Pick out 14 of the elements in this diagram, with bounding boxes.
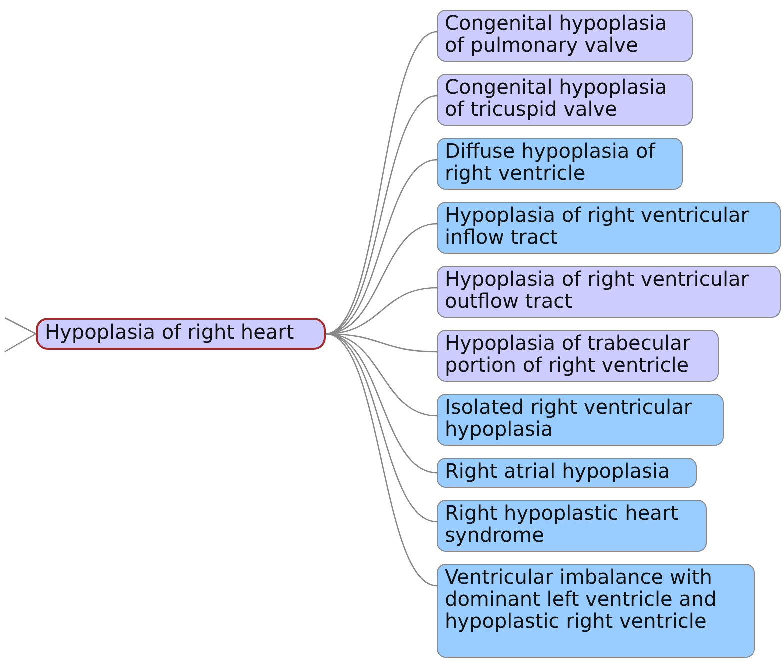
connector-line — [4, 317, 36, 335]
topic-box: Hypoplasia of right ventricular outflow tract — [437, 266, 781, 318]
topic-box: Ventricular imbalance with dominant left ventricle and hypoplastic right ventricle — [437, 564, 755, 658]
topic-box: Congenital hypoplasia of tricuspid valve — [437, 74, 693, 126]
topic-box: Hypoplasia of right ventricular inflow tract — [437, 202, 781, 254]
connector-line — [4, 333, 36, 353]
topic-box: Right hypoplastic heart syndrome — [437, 500, 707, 552]
topic-box: Isolated right ventricular hypoplasia — [437, 394, 724, 446]
topic-box: Congenital hypoplasia of pulmonary valve — [437, 10, 693, 62]
root-topic-box: Hypoplasia of right heart — [36, 318, 326, 350]
topic-box: Diffuse hypoplasia of right ventricle — [437, 138, 683, 190]
topic-box: Hypoplasia of trabecular portion of right ventricle — [437, 330, 719, 382]
topic-box: Right atrial hypoplasia — [437, 458, 697, 488]
connector-line — [326, 333, 438, 523]
